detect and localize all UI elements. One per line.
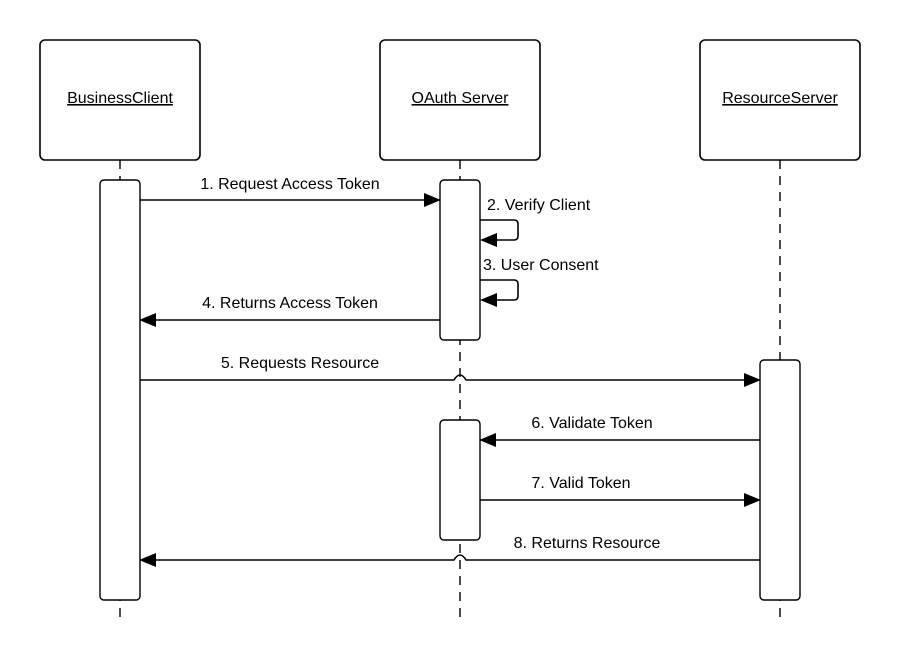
message-label: 6. Validate Token: [531, 415, 652, 432]
message-2: 2. Verify Client: [480, 197, 591, 247]
activation-oauth-server-1: [439, 179, 481, 341]
message-4: 4. Returns Access Token: [139, 295, 440, 327]
participant-business-client: BusinessClient: [39, 39, 201, 161]
message-label: 4. Returns Access Token: [202, 295, 378, 312]
message-label: 8. Returns Resource: [514, 535, 661, 552]
message-label: 7. Valid Token: [531, 475, 630, 492]
message-label: 2. Verify Client: [487, 197, 591, 214]
participant-oauth-server: OAuth Server: [379, 39, 541, 161]
participant-label: BusinessClient: [67, 90, 173, 107]
participant-label: OAuth Server: [412, 90, 510, 107]
activation-resource-server: [759, 359, 801, 601]
activation-business-client: [99, 179, 141, 601]
message-8: 8. Returns Resource: [139, 535, 760, 567]
message-7: 7. Valid Token: [480, 475, 761, 507]
participant-label: ResourceServer: [722, 90, 838, 107]
message-label: 1. Request Access Token: [200, 176, 379, 193]
message-label: 3. User Consent: [483, 257, 599, 274]
message-label: 5. Requests Resource: [221, 355, 379, 372]
message-5: 5. Requests Resource: [140, 355, 761, 387]
message-6: 6. Validate Token: [479, 415, 760, 447]
participant-resource-server: ResourceServer: [699, 39, 861, 161]
activation-oauth-server-2: [439, 419, 481, 541]
message-3: 3. User Consent: [480, 257, 599, 307]
message-1: 1. Request Access Token: [140, 176, 441, 207]
